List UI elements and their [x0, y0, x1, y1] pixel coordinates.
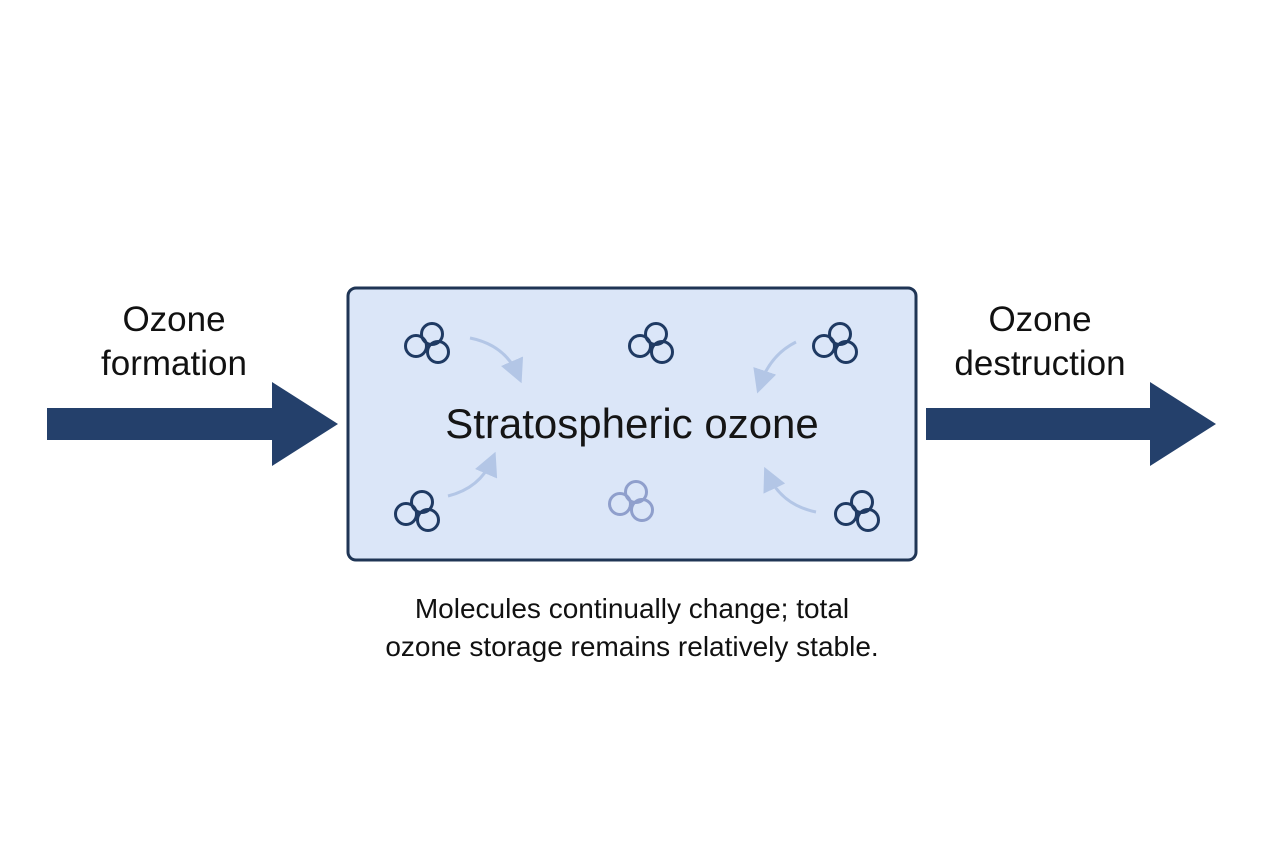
caption-line1: Molecules continually change; total	[414, 593, 850, 624]
cycle-arrow-icon	[447, 451, 498, 498]
inflow-label-line1: Ozone	[122, 300, 226, 339]
caption-line2: ozone storage remains relatively stable.	[385, 631, 879, 662]
cycle-arrow-icon	[469, 336, 524, 384]
outflow-label-line1: Ozone	[988, 300, 1092, 339]
inflow-label-line2: formation	[101, 344, 247, 383]
cycle-arrow-icon	[753, 340, 797, 394]
outflow-label: Ozone destruction	[920, 298, 1160, 386]
diagram-caption: Molecules continually change; total ozon…	[300, 590, 964, 666]
inflow-arrow	[47, 382, 338, 466]
cycle-arrow-icon	[763, 466, 817, 514]
inflow-label: Ozone formation	[54, 298, 294, 386]
outflow-label-line2: destruction	[954, 344, 1126, 383]
outflow-arrow	[926, 382, 1216, 466]
reservoir-title: Stratospheric ozone	[445, 400, 819, 447]
